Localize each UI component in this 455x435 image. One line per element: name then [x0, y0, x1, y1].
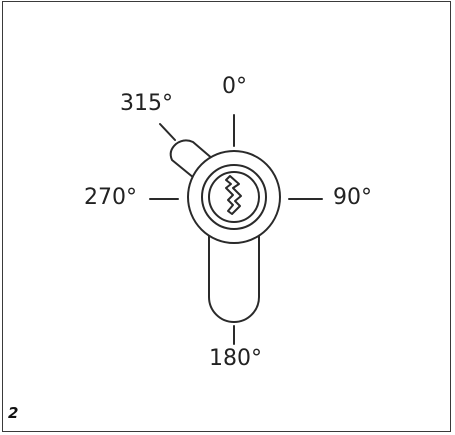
cylinder-tail	[208, 235, 260, 323]
figure-number: 2	[8, 404, 19, 422]
angle-label-270: 270°	[84, 185, 137, 210]
tick-315	[159, 123, 176, 141]
angle-label-90: 90°	[333, 185, 372, 210]
angle-label-0: 0°	[222, 74, 247, 99]
keyway	[225, 175, 242, 215]
plug-ring-outer	[201, 164, 267, 230]
angle-label-315: 315°	[120, 91, 173, 116]
figure-frame	[2, 1, 451, 432]
plug-ring-inner	[208, 171, 260, 223]
angle-label-180: 180°	[209, 346, 262, 371]
